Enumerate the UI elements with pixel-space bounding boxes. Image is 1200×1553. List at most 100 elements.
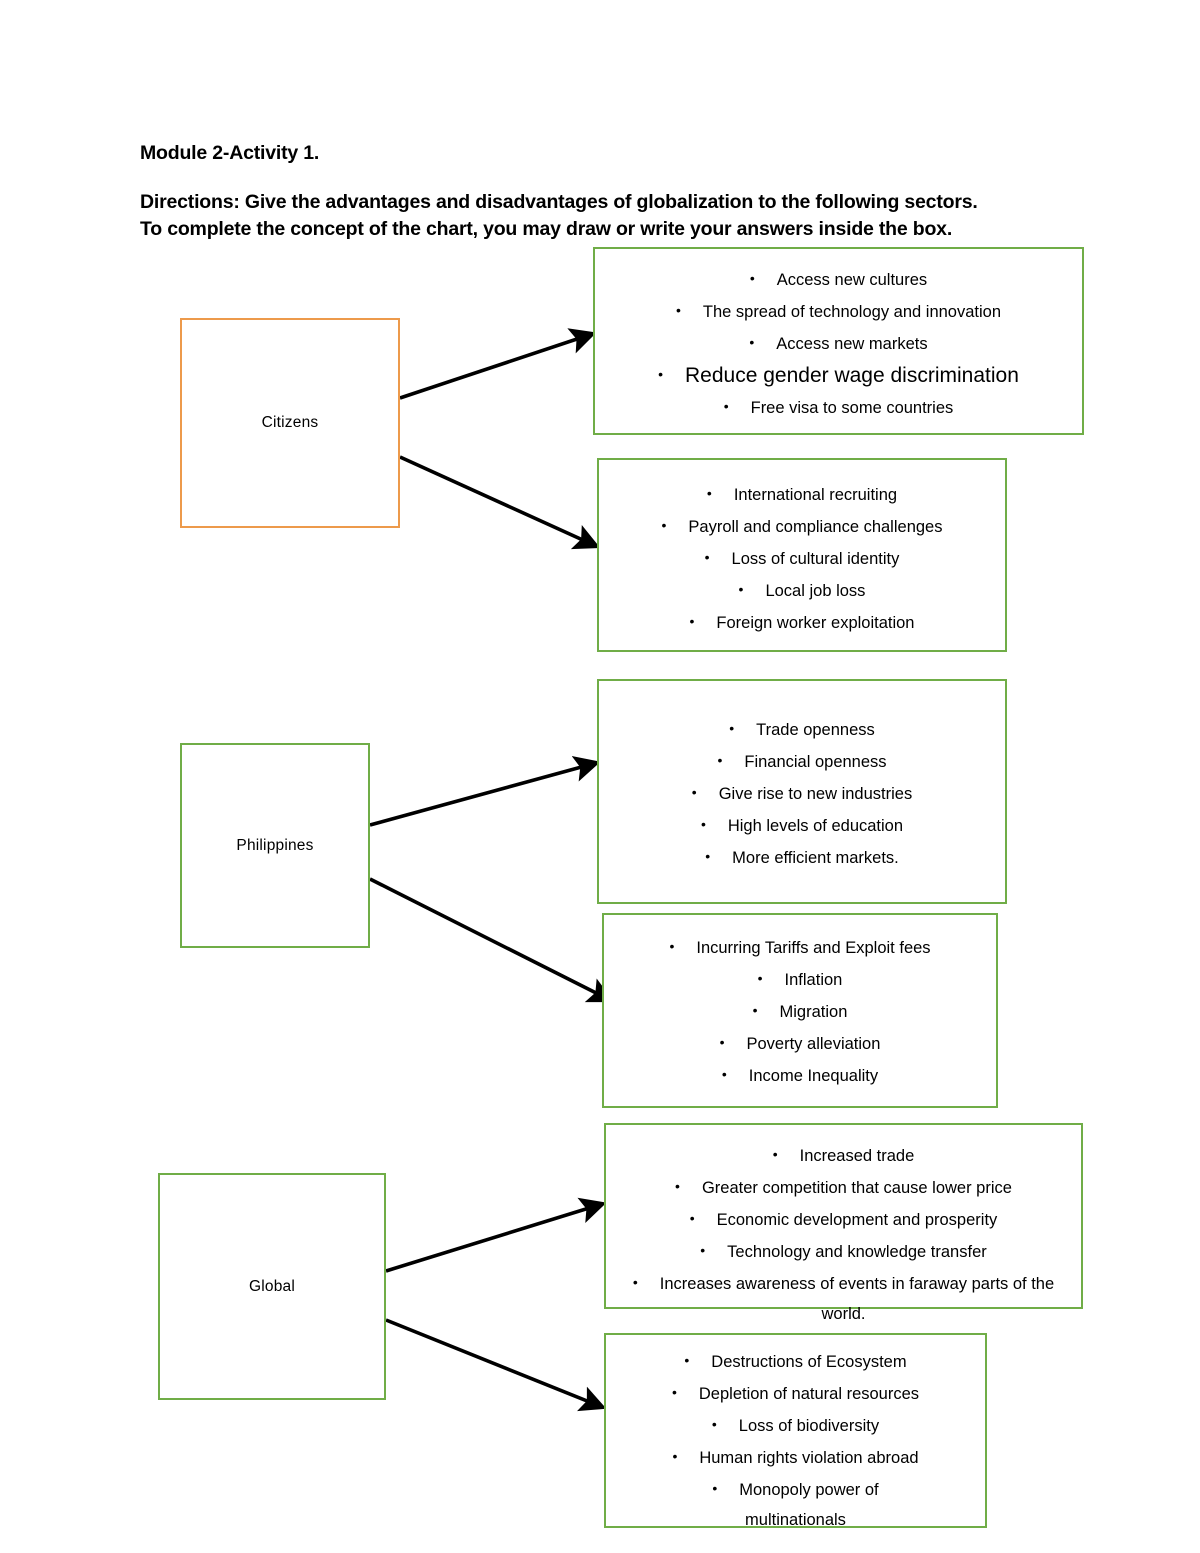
bullet-icon: • bbox=[705, 848, 711, 864]
arrow-philippines-disadvantages bbox=[369, 877, 615, 1003]
bullet-icon: • bbox=[691, 784, 697, 800]
answer-box-citizens-advantages[interactable]: •Access new cultures •The spread of tech… bbox=[593, 247, 1084, 435]
list-item: • Human rights violation abroad bbox=[606, 1441, 985, 1473]
answer-box-global-disadvantages[interactable]: • Destructions of Ecosystem • Depletion of… bbox=[604, 1333, 987, 1529]
sector-label-global: Global bbox=[248, 1277, 295, 1295]
arrow-citizens-advantages bbox=[399, 328, 597, 400]
bullet-icon: • bbox=[717, 752, 723, 768]
answer-box-global-advantages[interactable]: •Increased trade •Greater competition th… bbox=[604, 1123, 1083, 1323]
list-item: • More efficient markets. bbox=[599, 841, 1005, 873]
list-item: • Access new cultures bbox=[595, 263, 1082, 295]
list-item: •Free visa to some countries bbox=[595, 391, 1082, 423]
list-item-text: The spread of technology and innovation bbox=[702, 303, 1002, 321]
list-item-text: Incurring Tariffs and Exploit fees bbox=[696, 939, 931, 957]
bullet-list: • International recruiting • Payroll and c… bbox=[599, 478, 1005, 638]
list-item-text: International recruiting bbox=[733, 486, 898, 504]
list-item: • Give rise to new industries bbox=[599, 777, 1005, 809]
list-item-text: Reduce gender wage discrimination bbox=[685, 364, 1019, 387]
bullet-icon: • bbox=[729, 720, 735, 736]
list-item-text: Human rights violation abroad bbox=[699, 1449, 919, 1467]
bullet-icon: • bbox=[658, 366, 664, 382]
list-item-text: Greater competition that cause lower pri… bbox=[701, 1179, 1012, 1197]
list-item-text: High levels of education bbox=[727, 817, 904, 835]
list-item-text: More efficient markets. bbox=[732, 849, 899, 867]
list-item: •Migration bbox=[604, 995, 996, 1027]
list-item-text: Economic development and prosperity bbox=[716, 1211, 998, 1229]
list-item: • Depletion of natural resources bbox=[606, 1377, 985, 1409]
bullet-icon: • bbox=[706, 485, 712, 501]
answer-box-citizens-disadvantages[interactable]: • International recruiting • Payroll and c… bbox=[597, 458, 1007, 652]
sector-box-global[interactable]: Global bbox=[158, 1173, 386, 1400]
list-item-text: Access new cultures bbox=[776, 271, 928, 289]
list-item: •Increased trade bbox=[606, 1139, 1081, 1171]
list-item-text: Payroll and compliance challenges bbox=[688, 518, 943, 536]
list-item: • Inflation bbox=[604, 963, 996, 995]
list-item-text: Access new markets bbox=[776, 335, 928, 353]
bullet-icon: • bbox=[700, 816, 706, 832]
list-item-text: Migration bbox=[779, 1003, 848, 1021]
list-item-text: Trade openness bbox=[756, 721, 875, 739]
bullet-icon: • bbox=[749, 334, 755, 350]
list-item: •The spread of technology and innovation bbox=[595, 295, 1082, 327]
page-title: Module 2-Activity 1. bbox=[140, 142, 320, 164]
list-item-text: Local job loss bbox=[765, 582, 866, 600]
bullet-icon: • bbox=[632, 1274, 638, 1290]
list-item-text: Technology and knowledge transfer bbox=[727, 1243, 987, 1261]
answer-box-philippines-disadvantages[interactable]: •Incurring Tariffs and Exploit fees •Inf… bbox=[602, 913, 998, 1108]
bullet-list: •Incurring Tariffs and Exploit fees •Inf… bbox=[604, 931, 996, 1091]
list-item: • Local job loss bbox=[599, 574, 1005, 606]
list-item-text: Loss of biodiversity bbox=[738, 1417, 880, 1435]
sector-box-citizens[interactable]: Citizens bbox=[180, 318, 400, 528]
bullet-list: • Trade openness •Financial openness • Giv… bbox=[599, 713, 1005, 873]
list-item-text: Depletion of natural resources bbox=[698, 1385, 920, 1403]
bullet-icon: • bbox=[712, 1480, 718, 1496]
bullet-icon: • bbox=[684, 1352, 690, 1368]
list-item-text: Foreign worker exploitation bbox=[716, 614, 915, 632]
list-item: •Technology and knowledge transfer bbox=[606, 1235, 1081, 1267]
list-item: • Reduce gender wage discrimination bbox=[595, 359, 1082, 391]
arrow-global-disadvantages bbox=[385, 1318, 607, 1412]
bullet-icon: • bbox=[757, 970, 763, 986]
list-item-text: Inflation bbox=[784, 971, 843, 989]
list-item-text: Poverty alleviation bbox=[746, 1035, 881, 1053]
arrow-philippines-advantages bbox=[369, 755, 601, 827]
bullet-icon: • bbox=[671, 1384, 677, 1400]
list-item: • Destructions of Ecosystem bbox=[606, 1345, 985, 1377]
bullet-icon: • bbox=[672, 1448, 678, 1464]
bullet-icon: • bbox=[723, 398, 729, 414]
bullet-icon: • bbox=[689, 1210, 695, 1226]
list-item: •Increases awareness of events in farawa… bbox=[606, 1267, 1081, 1329]
list-item-text: Increased trade bbox=[799, 1147, 915, 1165]
sector-label-philippines: Philippines bbox=[236, 836, 314, 854]
list-item-text: Loss of cultural identity bbox=[731, 550, 900, 568]
list-item-text: Give rise to new industries bbox=[718, 785, 913, 803]
arrow-citizens-disadvantages bbox=[399, 455, 601, 550]
list-item: • High levels of education bbox=[599, 809, 1005, 841]
bullet-icon: • bbox=[749, 270, 755, 286]
sector-box-philippines[interactable]: Philippines bbox=[180, 743, 370, 948]
bullet-icon: • bbox=[704, 549, 710, 565]
directions-line-2: To complete the concept of the chart, yo… bbox=[140, 218, 953, 240]
bullet-icon: • bbox=[721, 1066, 727, 1082]
list-item-text: Income Inequality bbox=[748, 1067, 879, 1085]
list-item: • Payroll and compliance challenges bbox=[599, 510, 1005, 542]
list-item-text: Destructions of Ecosystem bbox=[711, 1353, 907, 1371]
answer-box-philippines-advantages[interactable]: • Trade openness •Financial openness • Giv… bbox=[597, 679, 1007, 904]
bullet-icon: • bbox=[711, 1416, 717, 1432]
bullet-icon: • bbox=[661, 517, 667, 533]
list-item: • Economic development and prosperity bbox=[606, 1203, 1081, 1235]
list-item: • Income Inequality bbox=[604, 1059, 996, 1091]
list-item: •Monopoly power of multinationals bbox=[606, 1473, 985, 1535]
list-item: •Foreign worker exploitation bbox=[599, 606, 1005, 638]
list-item: •Incurring Tariffs and Exploit fees bbox=[604, 931, 996, 963]
bullet-icon: • bbox=[675, 1178, 680, 1194]
list-item: •Financial openness bbox=[599, 745, 1005, 777]
list-item: • International recruiting bbox=[599, 478, 1005, 510]
bullet-list: • Destructions of Ecosystem • Depletion of… bbox=[606, 1345, 985, 1535]
list-item: • Loss of cultural identity bbox=[599, 542, 1005, 574]
list-item: • Greater competition that cause lower pr… bbox=[606, 1171, 1081, 1203]
list-item: • Loss of biodiversity bbox=[606, 1409, 985, 1441]
bullet-icon: • bbox=[738, 581, 744, 597]
directions-line-1: Directions: Give the advantages and disa… bbox=[140, 191, 978, 213]
